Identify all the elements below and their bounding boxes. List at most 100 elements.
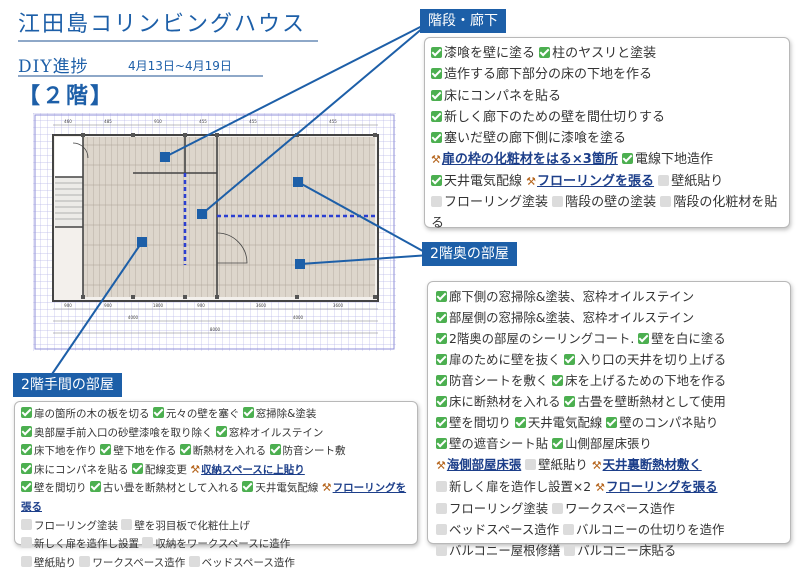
front-room-label: 2階手間の部屋 (13, 373, 122, 397)
task-text: 天井裏断熱材敷く (602, 457, 702, 472)
task-item: 床に断熱材を入れる (436, 394, 561, 409)
task-text: 扉のために壁を抜く (449, 352, 561, 367)
empty-box-icon (79, 555, 91, 567)
task-item: バルコニー屋根修繕 (436, 543, 560, 558)
check-box-icon (21, 481, 32, 493)
task-item: 元々の壁を塞ぐ (152, 407, 239, 420)
task-text: 壁を間切り (34, 482, 87, 495)
check-box-icon (89, 481, 101, 493)
check-box-icon (431, 132, 442, 144)
task-item: ベッドスペース造作 (436, 522, 559, 537)
task-text: 壁紙貼り (34, 556, 76, 569)
front-room-task-panel: 扉の箇所の木の板を切る 元々の壁を塞ぐ 窓掃除&塗装奥部屋手前入口の砂壁漆喰を取… (14, 401, 418, 569)
task-text: 造作する廊下部分の床の下地を作る (444, 67, 653, 83)
task-text: 収納をワークスペースに造作 (155, 538, 291, 551)
dim-top-6: 455 (329, 119, 337, 124)
task-item: 山側部屋床張り (552, 436, 652, 451)
task-item: 壁を白に塗る (638, 331, 726, 346)
task-item: 床にコンパネを貼る (21, 462, 129, 476)
hammer-icon: ⚒ (431, 153, 441, 167)
task-item: バルコニーの仕切りを造作 (562, 522, 725, 537)
task-text: ベッドスペース造作 (449, 522, 560, 537)
check-box-icon (436, 375, 447, 386)
task-item: 扉のために壁を抜く (436, 352, 561, 367)
task-text: バルコニー屋根修繕 (449, 543, 561, 558)
empty-box-icon (188, 555, 200, 567)
task-text: 天井電気配線 (527, 415, 603, 430)
task-item: フローリング塗装 (436, 501, 548, 516)
date-range: 4月13日~4月19日 (128, 59, 232, 73)
back-room-task-panel: 廊下側の窓掃除&塗装、窓枠オイルステイン部屋側の窓掃除&塗装、窓枠オイルステイン… (427, 281, 791, 558)
check-box-icon (152, 407, 164, 418)
check-box-icon (552, 438, 564, 449)
task-text: 配線変更 (144, 463, 187, 476)
task-text: フローリング塗装 (449, 501, 549, 516)
task-text: フローリング塗装 (444, 195, 549, 211)
check-box-icon (621, 153, 633, 165)
empty-box-icon (142, 537, 154, 549)
task-item: ⚒収納スペースに上貼り (190, 463, 305, 476)
check-box-icon (638, 333, 650, 344)
hammer-icon: ⚒ (591, 459, 602, 472)
task-text: 床下地を作り (34, 445, 97, 458)
task-item: 2階奥の部屋のシーリングコート. (436, 331, 634, 346)
task-text: 防音シートを敷く (449, 373, 549, 388)
task-item: 窓枠オイルステイン (215, 425, 323, 439)
task-text: 壁のコンパネ貼り (619, 415, 719, 430)
task-item: 床を上げるための下地を作る (552, 373, 726, 388)
empty-box-icon (431, 196, 442, 208)
task-text: 柱のヤスリと塗装 (552, 46, 657, 61)
task-item: 奥部屋手前入口の砂壁漆喰を取り除く (21, 425, 213, 439)
task-text: 階段の壁の塗装 (565, 195, 657, 211)
task-item: 防音シート敷 (269, 444, 346, 457)
subtitle-rule (18, 75, 263, 77)
empty-box-icon (436, 524, 447, 535)
task-text: 扉の枠の化粧材をはる×3箇所 (441, 152, 618, 168)
task-text: バルコニー床貼る (577, 543, 677, 558)
task-text: 壁を間切り (449, 415, 511, 430)
empty-box-icon (21, 555, 32, 567)
task-item: 窓掃除&塗装 (242, 407, 316, 420)
task-text: 廊下側の窓掃除&塗装、窓枠オイルステイン (449, 289, 695, 304)
check-box-icon (21, 444, 32, 456)
task-item: 天井電気配線 (514, 415, 603, 430)
dim-grand-total: 8000 (210, 327, 221, 332)
task-text: 2階奥の部屋のシーリングコート. (449, 331, 635, 346)
check-box-icon (436, 396, 447, 407)
task-item: ⚒海側部屋床張 (436, 457, 521, 472)
task-text: 山側部屋床張り (565, 436, 652, 451)
title-rule (18, 40, 318, 42)
task-item: 収納をワークスペースに造作 (142, 537, 291, 551)
task-item: 柱のヤスリと塗装 (539, 46, 656, 61)
task-item: 壁を間切り (21, 481, 87, 495)
check-box-icon (552, 375, 564, 386)
check-box-icon (436, 354, 447, 365)
floor-label: 【２階】 (18, 83, 115, 109)
hammer-icon: ⚒ (436, 459, 446, 472)
check-box-icon (431, 89, 442, 101)
task-text: バルコニーの仕切りを造作 (575, 522, 725, 537)
empty-box-icon (562, 524, 574, 535)
task-text: 古畳を壁断熱材として使用 (577, 394, 726, 409)
dim-bottom-1: 900 (64, 303, 72, 308)
check-box-icon (431, 110, 442, 122)
task-item: フローリング塗装 (431, 195, 548, 210)
task-text: 壁を羽目板で化粧仕上げ (134, 519, 250, 532)
task-item: バルコニー床貼る (564, 543, 676, 558)
hammer-icon: ⚒ (190, 462, 201, 476)
task-text: 壁下地を作る (113, 445, 177, 458)
task-item: 断熱材を入れる (179, 444, 266, 457)
check-box-icon (436, 438, 447, 449)
empty-box-icon (436, 503, 447, 514)
task-item: 電線下地造作 (621, 152, 713, 167)
task-text: 漆喰を壁に塗る (444, 46, 536, 61)
task-item: 防音シートを敷く (436, 373, 548, 388)
hammer-icon: ⚒ (321, 481, 332, 495)
task-item: ワークスペース造作 (79, 555, 185, 569)
empty-box-icon (658, 174, 670, 186)
task-item: 階段の壁の塗装 (552, 195, 656, 210)
task-text: 部屋側の窓掃除&塗装、窓枠オイルステイン (449, 310, 695, 325)
task-text: 古い畳を断熱材として入れる (102, 482, 240, 495)
dim-total-2: 4000 (293, 315, 304, 320)
check-box-icon (436, 417, 447, 428)
